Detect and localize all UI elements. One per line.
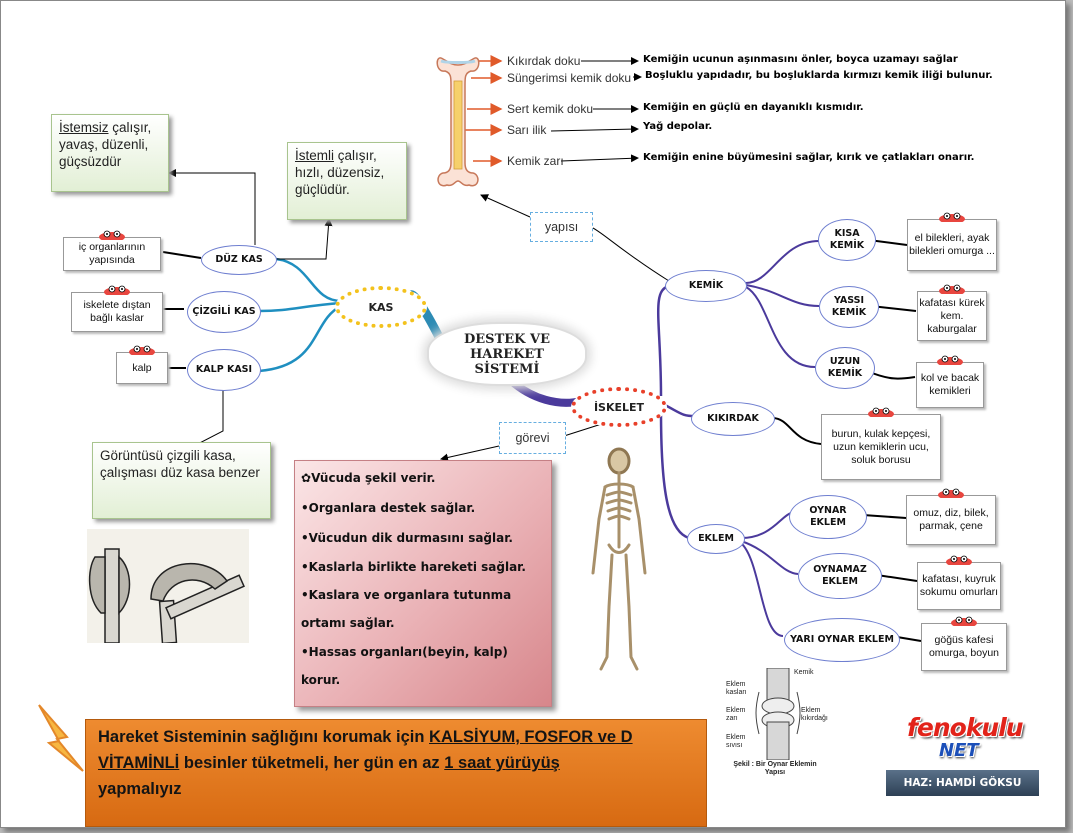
long-bone-note-text: kol ve bacak kemikleri (920, 372, 980, 397)
net-logo: NET (939, 740, 979, 761)
skeletal-muscle-node: ÇİZGİLİ KAS (187, 291, 261, 333)
fenokulu-logo: fenokulu (907, 713, 1024, 742)
involuntary-term: İstemsiz (59, 120, 109, 135)
face-icon (99, 230, 125, 240)
cardiac-muscle-note-text: kalp (132, 361, 152, 374)
cartilage-note-text: burun, kulak kepçesi, uzun kemiklerin uc… (831, 427, 931, 466)
function-item: korur. (301, 673, 341, 687)
short-bone-note: el bilekleri, ayak bilekleri omurga ... (907, 212, 997, 271)
long-bone-illustration (436, 57, 480, 187)
function-item: •Kaslarla birlikte hareketi sağlar. (301, 560, 526, 574)
joint-figure-caption: Şekil : Bir Oynar Eklemin Yapısı (733, 761, 817, 776)
movable-joint-note: omuz, diz, bilek, parmak, çene (906, 488, 996, 545)
long-bone-note: kol ve bacak kemikleri (916, 355, 984, 408)
movable-joint-node: OYNAR EKLEM (789, 495, 867, 539)
cardiac-muscle-note: kalp (116, 345, 168, 384)
skeleton-functions-box: ✿Vücuda şekil verir. •Organlara destek s… (294, 460, 552, 707)
advice-walk: 1 saat yürüyüş (444, 754, 560, 772)
nutrition-advice-banner: Hareket Sisteminin sağlığını korumak içi… (85, 719, 707, 827)
central-topic-label: DESTEK VE HAREKET SİSTEMİ (464, 331, 550, 377)
bone-label-cartilage: Kıkırdak doku (507, 54, 581, 68)
skeletal-muscle-note: iskelete dıştan bağlı kaslar (71, 285, 163, 332)
muscle-cloud: KAS (335, 286, 427, 328)
muscle-cloud-label: KAS (368, 300, 394, 314)
face-icon (939, 284, 965, 294)
function-item: •Organlara destek sağlar. (301, 501, 476, 515)
cartilage-node: KIKIRDAK (691, 402, 775, 436)
skeleton-cloud: İSKELET (571, 387, 667, 427)
involuntary-info-box: İstemsiz çalışır, yavaş, düzenli, güçsüz… (51, 114, 169, 192)
function-item: •Kaslara ve organlara tutunma (301, 588, 512, 602)
joint-label-cartilage: Eklem kıkırdağı (801, 707, 828, 722)
structure-label: yapısı (530, 212, 593, 242)
bone-label-compact: Sert kemik doku (507, 102, 594, 116)
movable-joint-note-text: omuz, diz, bilek, parmak, çene (913, 507, 989, 532)
voluntary-term: İstemli (295, 148, 335, 163)
bone-node: KEMİK (665, 270, 747, 302)
face-icon (939, 212, 965, 222)
smooth-muscle-node: DÜZ KAS (201, 245, 277, 275)
function-item: •Vücudun dik durmasını sağlar. (301, 531, 513, 545)
bone-desc-compact: Kemiğin en güçlü en dayanıklı kısmıdır. (643, 102, 864, 113)
involuntary-desc: çalışır, yavaş, düzenli, güçsüzdür (59, 120, 152, 169)
function-item: •Hassas organları(beyin, kalp) (301, 645, 508, 659)
skeletal-muscle-note-text: iskelete dıştan bağlı kaslar (83, 299, 151, 324)
immovable-joint-note-text: kafatası, kuyruk sokumu omurları (919, 573, 999, 598)
bone-desc-cartilage: Kemiğin ucunun aşınmasını önler, boyca u… (643, 54, 958, 65)
joint-label-bone: Kemik (794, 669, 814, 676)
immovable-joint-node: OYNAMAZ EKLEM (798, 553, 882, 599)
bone-desc-spongy: Boşluklu yapıdadır, bu boşluklarda kırmı… (645, 70, 993, 81)
face-icon (946, 555, 972, 565)
function-item: ✿Vücuda şekil verir. (301, 471, 436, 485)
bone-label-marrow: Sarı ilik (507, 123, 547, 137)
lightning-icon (38, 704, 84, 772)
face-icon (937, 355, 963, 365)
flat-bone-note-text: kafatası kürek kem. kaburgalar (919, 296, 985, 335)
short-bone-node: KISA KEMİK (818, 219, 876, 261)
cardiac-muscle-node: KALP KASI (187, 349, 261, 391)
long-bone-node: UZUN KEMİK (815, 347, 875, 389)
short-bone-note-text: el bilekleri, ayak bilekleri omurga ... (909, 232, 995, 257)
advice-text: besinler tüketmeli, her gün en az (179, 754, 445, 772)
flat-bone-node: YASSI KEMİK (819, 286, 879, 328)
function-label: görevi (499, 422, 566, 454)
bone-desc-marrow: Yağ depolar. (643, 121, 713, 132)
face-icon (868, 407, 894, 417)
advice-text: Hareket Sisteminin sağlığını korumak içi… (98, 728, 430, 746)
human-skeleton-illustration (591, 447, 647, 671)
face-icon (129, 345, 155, 355)
joint-label-membrane: Eklem zarı (726, 707, 746, 722)
cartilage-note: burun, kulak kepçesi, uzun kemiklerin uc… (821, 407, 941, 480)
heart-muscle-info-box: Görüntüsü çizgili kasa, çalışması düz ka… (92, 442, 271, 519)
joint-label-muscles: Eklem kasları (726, 681, 747, 696)
semi-movable-joint-note: göğüs kafesi omurga, boyun (921, 616, 1007, 671)
face-icon (104, 285, 130, 295)
advice-vitamin: VİTAMİNLİ (98, 754, 180, 772)
smooth-muscle-note: iç organlarının yapısında (63, 230, 161, 271)
smooth-muscle-note-text: iç organlarının yapısında (78, 241, 146, 266)
advice-text: yapmalıyız (98, 780, 182, 798)
bone-label-spongy: Süngerimsi kemik doku (507, 71, 632, 85)
face-icon (951, 616, 977, 626)
voluntary-desc: çalışır, hızlı, düzensiz, güçlüdür. (295, 148, 385, 197)
skeleton-cloud-label: İSKELET (593, 400, 645, 414)
joint-label-fluid: Eklem sıvısı (726, 734, 746, 749)
joint-node: EKLEM (687, 524, 745, 554)
advice-minerals: KALSİYUM, FOSFOR ve D (429, 728, 633, 746)
face-icon (938, 488, 964, 498)
central-topic-cloud: DESTEK VE HAREKET SİSTEMİ (427, 322, 587, 386)
bone-label-periosteum: Kemik zarı (507, 154, 564, 168)
function-item: ortamı sağlar. (301, 616, 395, 630)
semi-movable-joint-note-text: göğüs kafesi omurga, boyun (928, 634, 1000, 659)
flat-bone-note: kafatası kürek kem. kaburgalar (917, 284, 987, 341)
arm-muscle-illustration (87, 529, 249, 643)
voluntary-info-box: İstemli çalışır, hızlı, düzensiz, güçlüd… (287, 142, 407, 220)
joint-illustration (755, 668, 801, 760)
immovable-joint-note: kafatası, kuyruk sokumu omurları (917, 555, 1001, 610)
author-credit: HAZ: HAMDİ GÖKSU (886, 770, 1039, 796)
semi-movable-joint-node: YARI OYNAR EKLEM (784, 618, 900, 662)
bone-desc-periosteum: Kemiğin enine büyümesini sağlar, kırık v… (643, 152, 975, 163)
